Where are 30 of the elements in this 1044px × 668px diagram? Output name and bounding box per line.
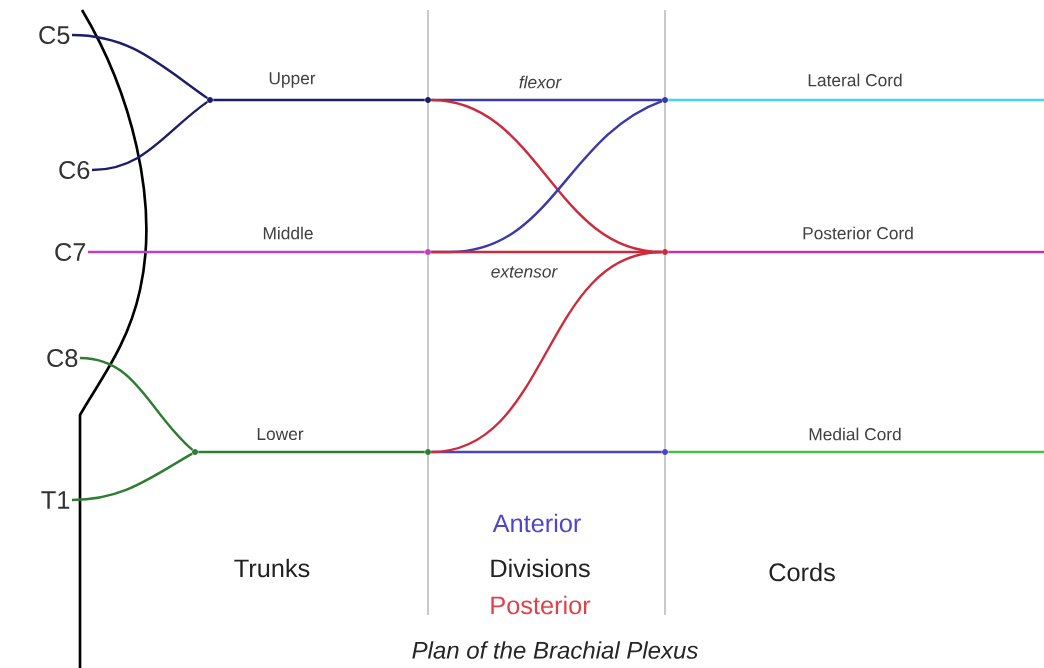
edge-label: Lower (255, 426, 305, 442)
edge-label: Lateral Cord (806, 72, 905, 88)
column-heading: Divisions (491, 558, 590, 578)
column-heading: Posterior (491, 595, 591, 615)
nerve-line (668, 450, 1044, 454)
nerve-line (91, 100, 209, 172)
edge-label: Upper (267, 70, 317, 90)
nerve-line (88, 250, 425, 254)
column-heading: Anterior (492, 513, 581, 533)
nerve-line (213, 98, 425, 102)
nerve-line (71, 452, 193, 502)
root-label: C7 (55, 243, 86, 261)
root-label: C5 (39, 26, 70, 44)
column-heading: Cords (769, 562, 835, 582)
nerve-line (198, 450, 425, 454)
nerve-line (71, 33, 209, 100)
root-label: T1 (41, 491, 70, 509)
caption: Plan of the Brachial Plexus (412, 641, 698, 659)
nerve-line (79, 356, 194, 451)
nerve-line (431, 250, 662, 454)
root-label: C8 (47, 349, 78, 367)
root-label: C6 (59, 161, 90, 179)
edge-label: Medial Cord (806, 426, 904, 442)
edge-label: Middle (261, 225, 315, 241)
edge-label: Posterior Cord (800, 225, 916, 241)
column-heading: Trunks (234, 558, 310, 578)
nerve-line (668, 250, 1044, 254)
edge-label: flexor (517, 74, 563, 90)
edge-label: extensor (489, 265, 559, 280)
nerve-line (668, 98, 1044, 102)
